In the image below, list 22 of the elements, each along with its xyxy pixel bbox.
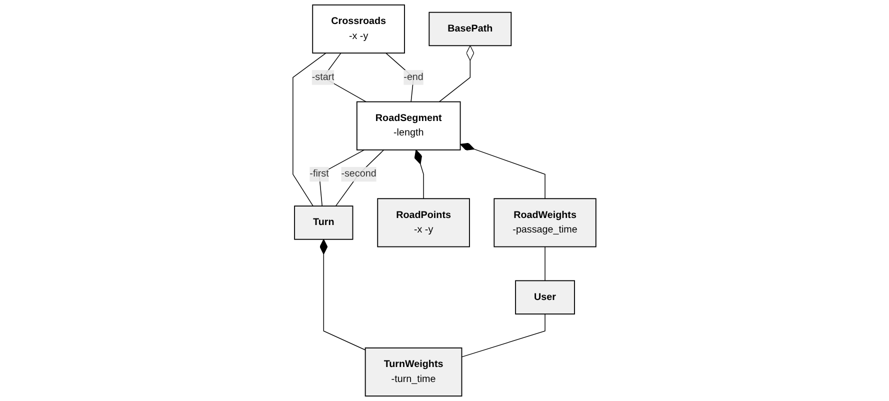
connector — [292, 52, 326, 206]
connector — [318, 150, 365, 206]
node-box: RoadPoints -x -y — [377, 198, 470, 248]
connector — [438, 45, 474, 102]
edge-label: -first — [310, 168, 329, 180]
node-box: RoadSegment -length — [356, 101, 461, 150]
edge-label: -start — [312, 72, 334, 82]
edge-label: -end — [404, 72, 424, 82]
node-box: Turn — [294, 206, 354, 240]
connector — [414, 150, 424, 199]
connector — [544, 246, 546, 282]
connector — [335, 150, 384, 206]
node-box: Crossroads -x -y — [312, 4, 406, 54]
connector — [461, 314, 546, 358]
connector — [386, 52, 414, 102]
node-box: BasePath — [428, 12, 512, 46]
connector — [320, 238, 366, 350]
edge-label: -second — [341, 168, 376, 180]
node-box: User — [515, 280, 576, 314]
connector — [460, 142, 546, 199]
node-box: TurnWeights -turn_time — [364, 347, 462, 397]
node-box: RoadWeights -passage_time — [494, 198, 596, 248]
